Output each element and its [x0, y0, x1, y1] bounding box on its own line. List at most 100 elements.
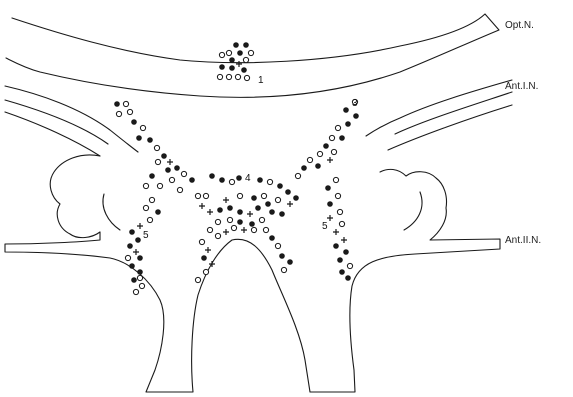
open-cell-marker [263, 227, 268, 232]
filled-cell-marker [219, 64, 225, 70]
filled-cell-marker [323, 143, 329, 149]
open-cell-marker [251, 227, 256, 232]
filled-cell-marker [137, 255, 143, 261]
open-cell-marker [219, 52, 224, 57]
filled-cell-marker [343, 107, 349, 113]
filled-cell-marker [315, 163, 321, 169]
open-cell-marker [127, 109, 132, 114]
open-cell-marker [333, 177, 338, 182]
open-cell-marker [231, 225, 236, 230]
open-cell-marker [137, 275, 142, 280]
filled-cell-marker [255, 205, 261, 211]
filled-cell-marker [155, 209, 161, 215]
open-cell-marker [229, 179, 234, 184]
open-cell-marker [215, 233, 220, 238]
open-cell-marker [149, 197, 154, 202]
filled-cell-marker [353, 113, 359, 119]
cross-marker [327, 215, 333, 221]
cross-marker [287, 201, 293, 207]
filled-cell-marker [233, 42, 239, 48]
open-cell-marker [248, 50, 253, 55]
open-cell-marker [143, 205, 148, 210]
filled-cell-marker [279, 211, 285, 217]
open-cell-marker [226, 74, 231, 79]
open-cell-marker [177, 187, 182, 192]
open-cell-marker [203, 193, 208, 198]
open-cell-marker [335, 193, 340, 198]
open-cell-marker [227, 217, 232, 222]
cross-marker [167, 159, 173, 165]
filled-cell-marker [277, 183, 283, 189]
open-cell-marker [116, 111, 121, 116]
open-cell-marker [275, 243, 280, 248]
filled-cell-marker [165, 167, 171, 173]
filled-cell-marker [237, 50, 243, 56]
cross-marker [223, 197, 229, 203]
open-cell-marker [317, 151, 322, 156]
optic-nerve-label: Opt.N. [505, 20, 534, 31]
filled-cell-marker [287, 259, 293, 265]
filled-cell-marker [161, 153, 167, 159]
filled-cell-marker [229, 65, 235, 71]
open-cell-marker [181, 171, 186, 176]
cluster-1-number: 1 [258, 75, 264, 86]
filled-cell-marker [301, 165, 307, 171]
open-cell-marker [169, 177, 174, 182]
antennal-nerve-ii-label: Ant.II.N. [505, 235, 541, 246]
open-cell-marker [226, 50, 231, 55]
filled-cell-marker [229, 57, 235, 63]
filled-cell-marker [345, 121, 351, 127]
open-cell-marker [339, 221, 344, 226]
left-antennal-nerve-i-inner [5, 100, 108, 144]
open-cell-marker [147, 217, 152, 222]
filled-cell-marker [249, 221, 255, 227]
filled-cell-marker [129, 263, 135, 269]
cross-marker [333, 229, 339, 235]
filled-cell-marker [209, 173, 215, 179]
open-cell-marker [133, 289, 138, 294]
filled-cell-marker [243, 42, 249, 48]
main-body-outline [5, 155, 500, 392]
cluster-3-number: 3 [352, 98, 358, 109]
open-cell-marker [195, 277, 200, 282]
open-cell-marker [337, 209, 342, 214]
cross-marker [247, 211, 253, 217]
filled-cell-marker [131, 277, 137, 283]
open-cell-marker [217, 74, 222, 79]
filled-cell-marker [333, 243, 339, 249]
filled-cell-marker [219, 177, 225, 183]
filled-cell-marker [285, 189, 291, 195]
filled-cell-marker [201, 255, 207, 261]
open-cell-marker [335, 125, 340, 130]
filled-cell-marker [114, 101, 120, 107]
open-cell-marker [329, 135, 334, 140]
open-cell-marker [331, 149, 336, 154]
open-cell-marker [281, 267, 286, 272]
open-cell-marker [267, 179, 272, 184]
filled-cell-marker [251, 195, 257, 201]
cross-marker [133, 249, 139, 255]
filled-cell-marker [227, 205, 233, 211]
filled-cell-marker [269, 235, 275, 241]
filled-cell-marker [147, 137, 153, 143]
filled-cell-marker [279, 253, 285, 259]
filled-cell-marker [127, 243, 133, 249]
open-cell-marker [215, 219, 220, 224]
cross-marker [236, 61, 242, 67]
cluster-5-left-number: 5 [143, 230, 149, 241]
filled-cell-marker [265, 201, 271, 207]
filled-cell-marker [149, 173, 155, 179]
filled-cell-marker [137, 269, 143, 275]
filled-cell-marker [327, 201, 333, 207]
cluster-5-right-number: 5 [322, 221, 328, 232]
filled-cell-marker [257, 177, 263, 183]
filled-cell-marker [237, 219, 243, 225]
open-cell-marker [199, 239, 204, 244]
filled-cell-marker [345, 275, 351, 281]
filled-cell-marker [217, 207, 223, 213]
open-cell-marker [235, 74, 240, 79]
left-antennal-nerve-i-lower [5, 112, 100, 156]
filled-cell-marker [236, 175, 242, 181]
filled-cell-marker [131, 119, 137, 125]
